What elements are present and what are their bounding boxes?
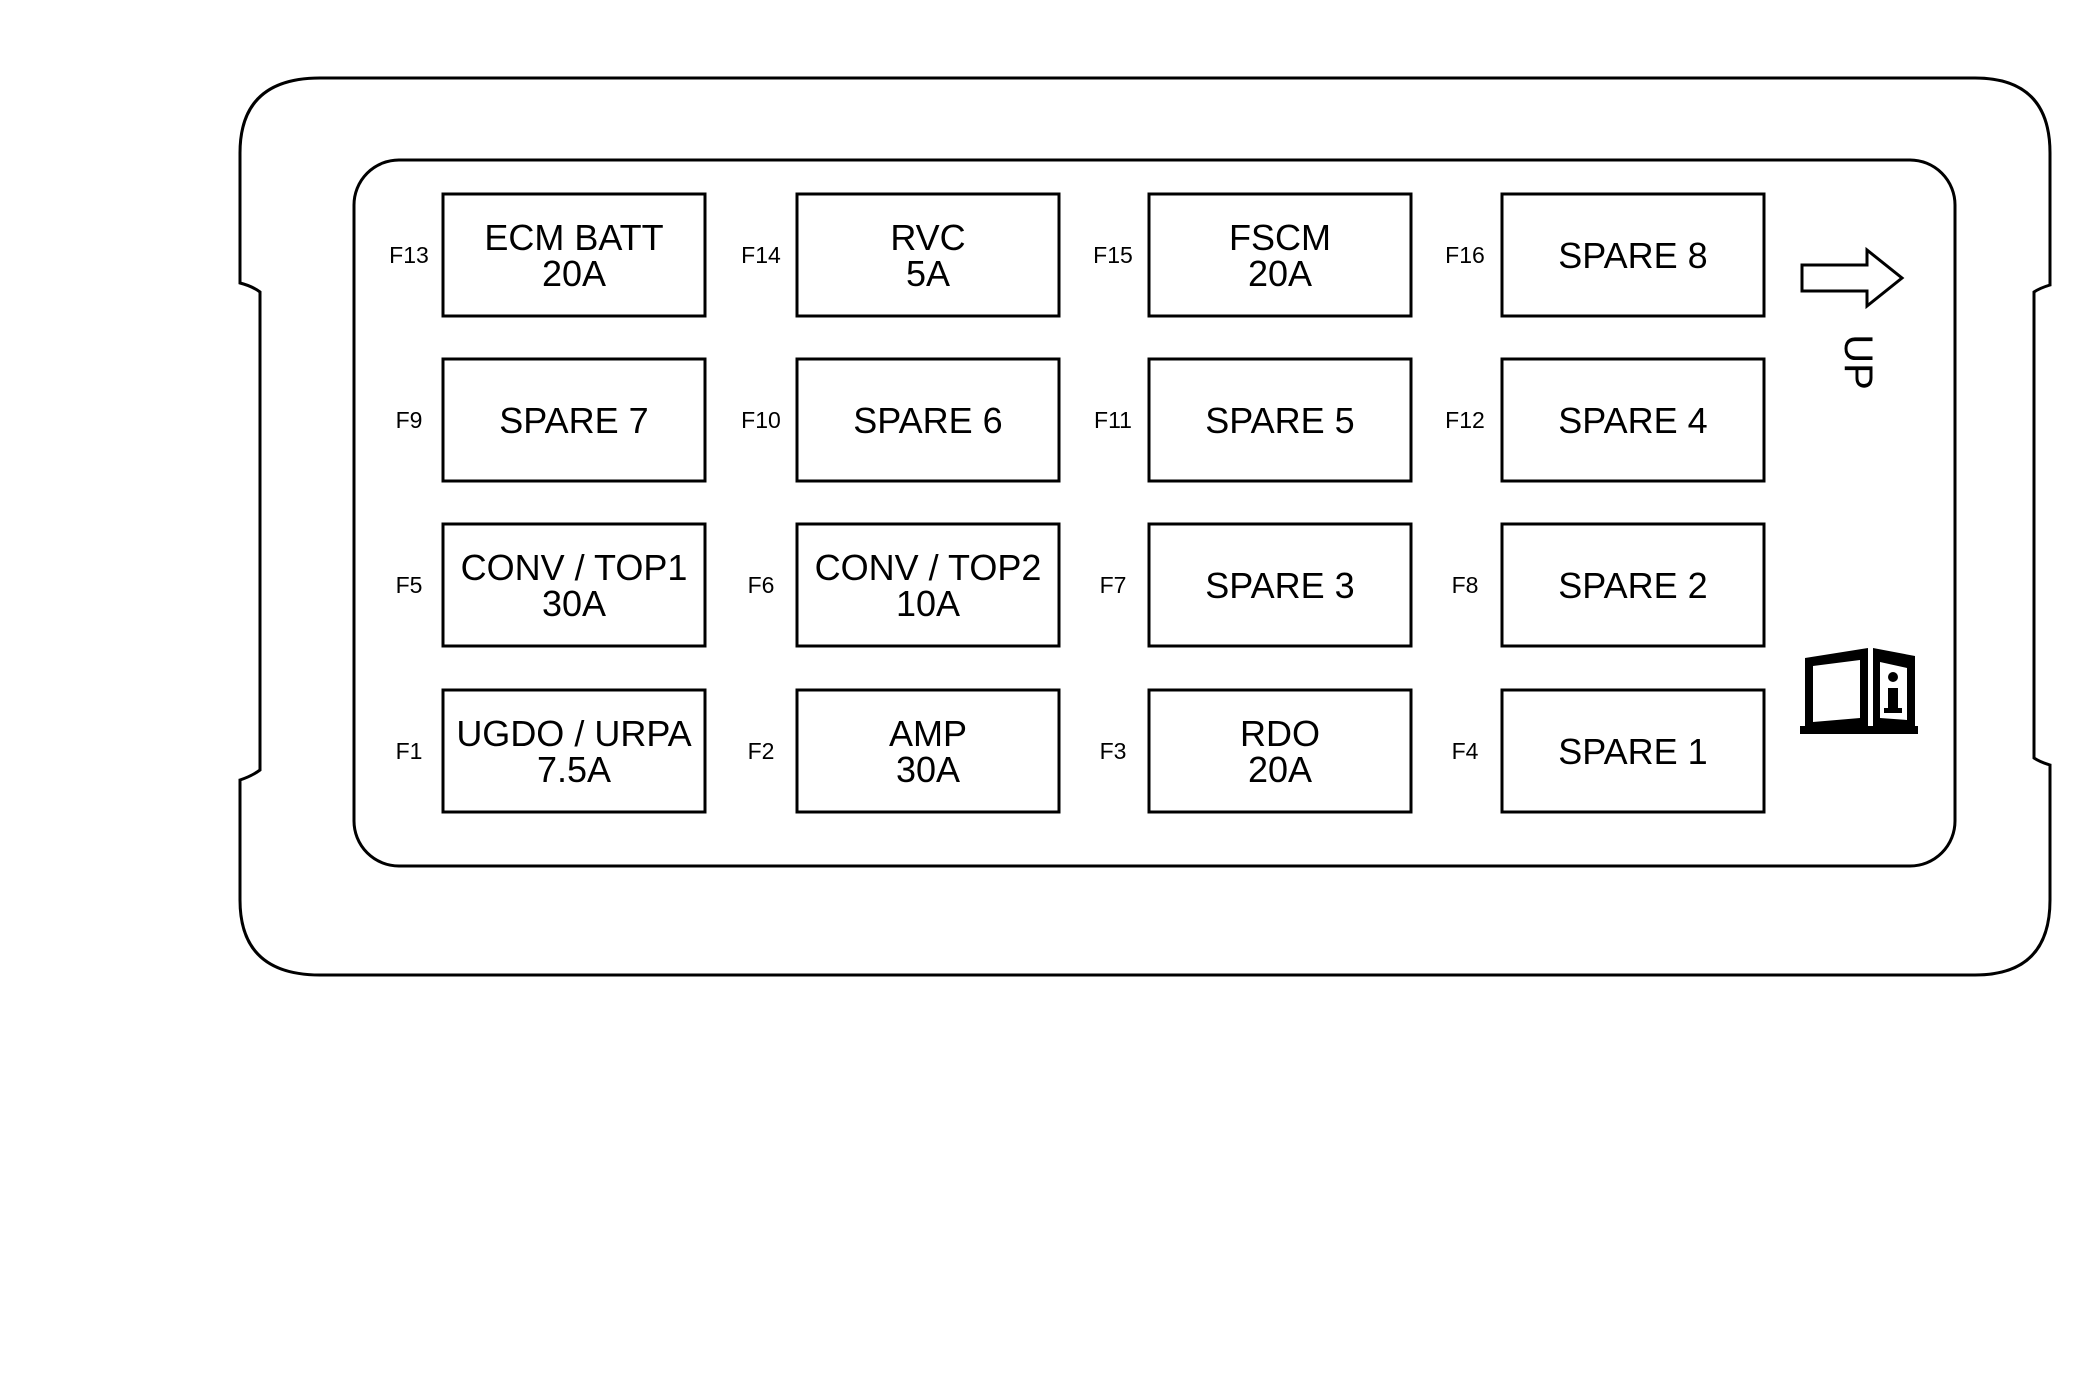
- fuse-id-label: F13: [389, 242, 429, 268]
- fuse-rating-label: 30A: [542, 583, 606, 624]
- fuse-box: [441, 192, 707, 318]
- fuse-circuit-label: AMP: [889, 713, 967, 754]
- fuse-circuit-label: SPARE 2: [1558, 565, 1707, 606]
- fuse-box: [441, 357, 707, 483]
- fuse-rating-label: 30A: [896, 749, 960, 790]
- fuse-box: [1500, 192, 1766, 318]
- fuse-f11: F11 SPARE 5: [1094, 357, 1413, 483]
- fuse-box: [1500, 688, 1766, 814]
- fuse-f16: F16 SPARE 8: [1445, 192, 1766, 318]
- fuse-box: [1500, 522, 1766, 648]
- fuse-circuit-label: UGDO / URPA: [456, 713, 691, 754]
- fuse-box: [441, 522, 707, 648]
- fuse-box: [441, 688, 707, 814]
- fuse-block-housing: [238, 76, 2052, 977]
- fuse-circuit-label: ECM BATT: [484, 217, 663, 258]
- fuse-circuit-label: SPARE 6: [853, 400, 1002, 441]
- fuse-id-label: F1: [396, 738, 423, 764]
- fuse-f12: F12 SPARE 4: [1445, 357, 1766, 483]
- fuse-f9: F9 SPARE 7: [396, 357, 707, 483]
- fuse-box: [795, 357, 1061, 483]
- fuse-id-label: F7: [1100, 572, 1127, 598]
- fuse-circuit-label: RDO: [1240, 713, 1320, 754]
- fuse-box: [1147, 357, 1413, 483]
- fuse-circuit-label: SPARE 7: [499, 400, 648, 441]
- fuse-circuit-label: FSCM: [1229, 217, 1331, 258]
- fuse-rating-label: 20A: [1248, 253, 1312, 294]
- fuse-box: [1147, 192, 1413, 318]
- fuse-id-label: F4: [1452, 738, 1479, 764]
- fuse-id-label: F2: [748, 738, 775, 764]
- fuse-circuit-label: CONV / TOP1: [461, 547, 688, 588]
- fuse-rating-label: 10A: [896, 583, 960, 624]
- fuse-box: [1500, 357, 1766, 483]
- fuse-box: [795, 688, 1061, 814]
- fuse-box: [795, 192, 1061, 318]
- fuse-circuit-label: SPARE 1: [1558, 731, 1707, 772]
- owners-manual-info-icon: [1800, 648, 1918, 734]
- fuse-id-label: F12: [1445, 407, 1485, 433]
- fuse-f10: F10 SPARE 6: [741, 357, 1061, 483]
- fuse-circuit-label: SPARE 3: [1205, 565, 1354, 606]
- fuse-rating-label: 7.5A: [537, 749, 611, 790]
- fuse-f4: F4 SPARE 1: [1452, 688, 1766, 814]
- fuse-rating-label: 20A: [542, 253, 606, 294]
- fuse-id-label: F14: [741, 242, 781, 268]
- fuse-id-label: F8: [1452, 572, 1479, 598]
- fuse-circuit-label: SPARE 4: [1558, 400, 1707, 441]
- fuse-id-label: F11: [1094, 407, 1132, 433]
- fuse-label-panel: [352, 158, 1957, 868]
- up-indicator: UP: [1800, 246, 1905, 390]
- fuse-rating-label: 20A: [1248, 749, 1312, 790]
- fuse-id-label: F16: [1445, 242, 1485, 268]
- fuse-id-label: F6: [748, 572, 775, 598]
- fuse-box: [795, 522, 1061, 648]
- fuse-circuit-label: SPARE 8: [1558, 235, 1707, 276]
- fuse-rating-label: 5A: [906, 253, 950, 294]
- fuse-f8: F8 SPARE 2: [1452, 522, 1766, 648]
- arrow-right-icon: [1800, 246, 1905, 310]
- fuse-box: [1147, 688, 1413, 814]
- fuse-circuit-label: CONV / TOP2: [815, 547, 1042, 588]
- fuse-id-label: F3: [1100, 738, 1127, 764]
- fuse-box: [1147, 522, 1413, 648]
- fuse-circuit-label: RVC: [890, 217, 965, 258]
- fuse-circuit-label: SPARE 5: [1205, 400, 1354, 441]
- fuse-id-label: F15: [1093, 242, 1133, 268]
- fuse-id-label: F10: [741, 407, 781, 433]
- fuse-f7: F7 SPARE 3: [1100, 522, 1413, 648]
- up-label: UP: [1836, 334, 1880, 390]
- fuse-id-label: F9: [396, 407, 423, 433]
- fuse-id-label: F5: [396, 572, 423, 598]
